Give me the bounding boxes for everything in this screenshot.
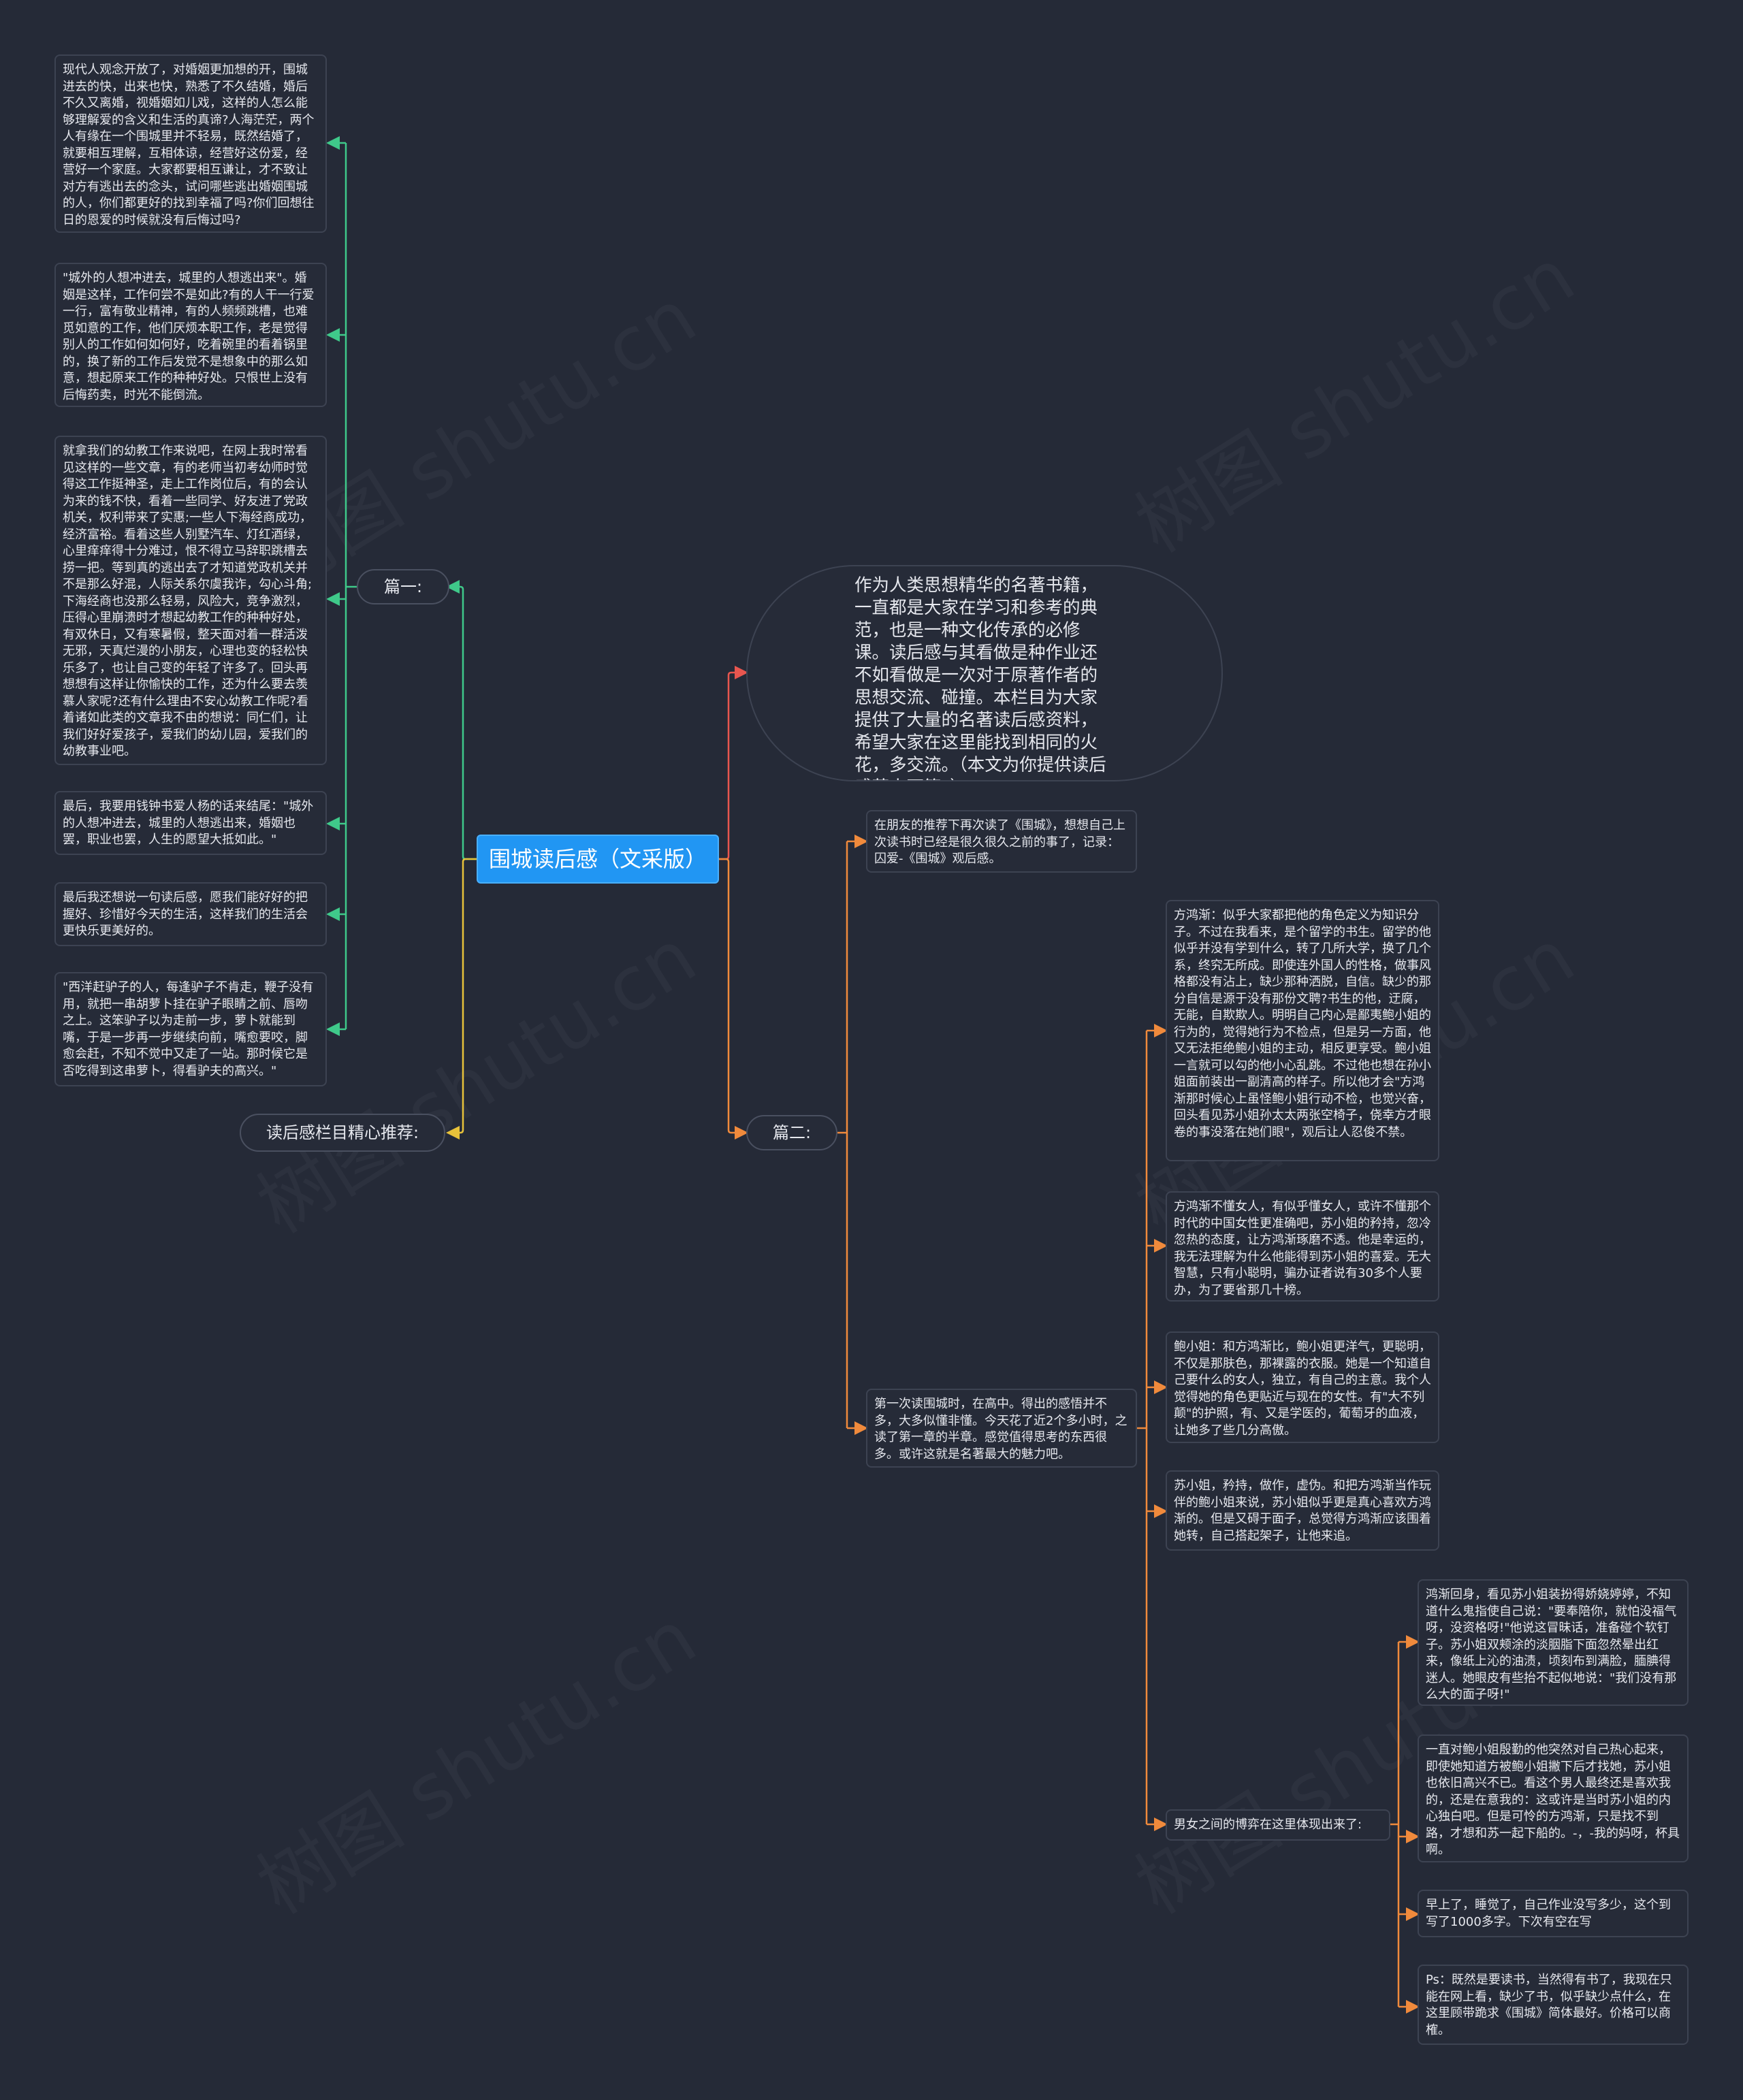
pian1-paragraph-4[interactable]: 最后，我要用钱钟书爱人杨的话来结尾："城外的人想冲进去，城里的人想逃出来，婚姻也… (54, 791, 327, 855)
game-label[interactable]: 男女之间的博弈在这里体现出来了: (1166, 1809, 1390, 1841)
pian1-paragraph-1[interactable]: 现代人观念开放了，对婚姻更加想的开，围城进去的快，出来也快，熟悉了不久结婚，婚后… (54, 54, 327, 233)
game-detail-4[interactable]: Ps：既然是要读书，当然得有书了，我现在只能在网上看，缺少了书，似乎缺少点什么，… (1418, 1965, 1689, 2045)
branch-pian2[interactable]: 篇二: (746, 1115, 837, 1150)
intro-node[interactable]: 作为人类思想精华的名著书籍，一直都是大家在学习和参考的典范，也是一种文化传承的必… (746, 565, 1223, 781)
character-fang-women[interactable]: 方鸿渐不懂女人，有似乎懂女人，或许不懂那个时代的中国女性更准确吧，苏小姐的矜持，… (1166, 1191, 1439, 1302)
pian1-paragraph-6[interactable]: "西洋赶驴子的人，每逢驴子不肯走，鞭子没有用，就把一串胡萝卜挂在驴子眼睛之前、唇… (54, 972, 327, 1086)
root-topic[interactable]: 围城读后感（文采版） (477, 835, 719, 884)
pian1-paragraph-3[interactable]: 就拿我们的幼教工作来说吧，在网上我时常看见这样的一些文章，有的老师当初考幼师时觉… (54, 436, 327, 765)
character-miss-bao[interactable]: 鲍小姐：和方鸿渐比，鲍小姐更洋气，更聪明，不仅是那肤色，那裸露的衣服。她是一个知… (1166, 1331, 1439, 1443)
pian1-paragraph-2[interactable]: "城外的人想冲进去，城里的人想逃出来"。婚姻是这样，工作何尝不是如此?有的人干一… (54, 263, 327, 407)
character-fang-hongjian[interactable]: 方鸿渐：似乎大家都把他的角色定义为知识分子。不过在我看来，是个留学的书生。留学的… (1166, 900, 1439, 1161)
game-detail-1[interactable]: 鸿渐回身，看见苏小姐装扮得娇娆婷婷，不知道什么鬼指使自己说："要奉陪你，就怕没福… (1418, 1579, 1689, 1706)
pian2-first-read[interactable]: 在朋友的推荐下再次读了《围城》，想想自己上次读书时已经是很久很久之前的事了，记录… (866, 810, 1137, 873)
game-detail-2[interactable]: 一直对鲍小姐殷勤的他突然对自己热心起来，即使她知道方被鲍小姐撇下后才找她，苏小姐… (1418, 1734, 1689, 1862)
pian1-paragraph-5[interactable]: 最后我还想说一句读后感，愿我们能好好的把握好、珍惜好今天的生活，这样我们的生活会… (54, 882, 327, 946)
branch-recommend[interactable]: 读后感栏目精心推荐: (240, 1114, 445, 1152)
branch-pian1[interactable]: 篇一: (357, 569, 449, 604)
character-miss-su[interactable]: 苏小姐，矜持，做作，虚伪。和把方鸿渐当作玩伴的鲍小姐来说，苏小姐似乎更是真心喜欢… (1166, 1470, 1439, 1551)
game-detail-3[interactable]: 早上了，睡觉了，自己作业没写多少，这个到写了1000多字。下次有空在写 (1418, 1890, 1689, 1937)
pian2-second-read[interactable]: 第一次读围城时，在高中。得出的感悟并不多，大多似懂非懂。今天花了近2个多小时，之… (866, 1389, 1137, 1468)
